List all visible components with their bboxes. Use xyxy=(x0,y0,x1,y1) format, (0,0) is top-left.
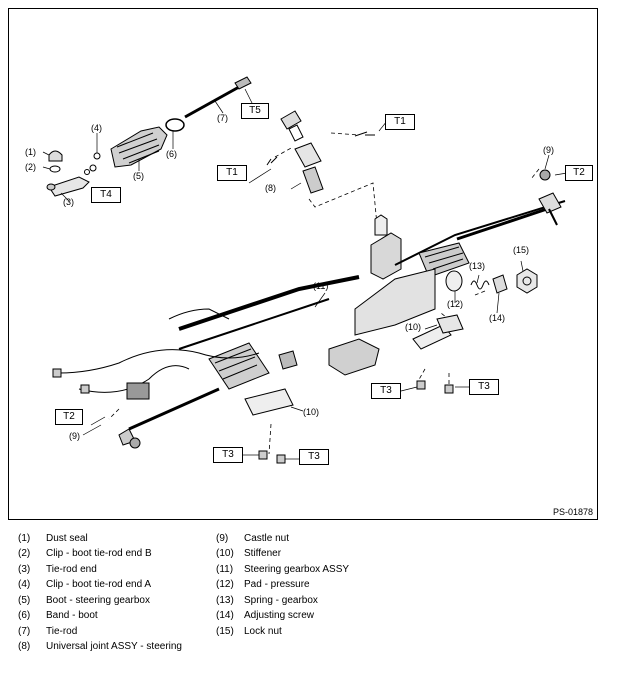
dust-seal-part xyxy=(48,150,63,173)
callout-5: (5) xyxy=(133,171,144,181)
legend-item: (15)Lock nut xyxy=(216,626,282,637)
gearbox-body-part xyxy=(118,169,566,449)
callout-15: (15) xyxy=(513,245,530,255)
callout-10-bottom: (10) xyxy=(303,407,320,417)
torque-box-t2-left: T2 xyxy=(55,409,83,425)
tie-rod-end-left-part xyxy=(46,176,90,197)
callout-7: (7) xyxy=(217,113,228,123)
callout-10-right: (10) xyxy=(405,322,422,332)
callout-4: (4) xyxy=(91,123,102,133)
callout-6: (6) xyxy=(166,149,177,159)
band-part xyxy=(165,118,185,132)
callout-8: (8) xyxy=(265,183,276,193)
legend-item: (13)Spring - gearbox xyxy=(216,595,318,606)
callout-9-left: (9) xyxy=(69,431,80,441)
spring-part xyxy=(470,280,490,290)
wiring-harness-part xyxy=(52,349,260,400)
torque-box-t3-bottom-b: T3 xyxy=(299,449,329,465)
legend-item: (11)Steering gearbox ASSY xyxy=(216,564,350,575)
callout-12: (12) xyxy=(447,299,464,309)
legend-item: (5)Boot - steering gearbox xyxy=(18,595,150,606)
legend-item: (10)Stiffener xyxy=(216,548,282,559)
diagram-frame: T5 T1 T1 T2 T4 T2 T3 T3 T3 T3 (1) (2) (3… xyxy=(8,8,598,520)
legend-item: (6)Band - boot xyxy=(18,610,98,621)
torque-box-t5: T5 xyxy=(241,103,269,119)
legend-item: (2)Clip - boot tie-rod end B xyxy=(18,548,152,559)
legend-item: (7)Tie-rod xyxy=(18,626,78,637)
figure-reference: PS-01878 xyxy=(552,507,593,517)
legend-item: (12)Pad - pressure xyxy=(216,579,310,590)
torque-box-t3-right-a: T3 xyxy=(371,383,401,399)
torque-box-t1-left: T1 xyxy=(217,165,247,181)
torque-box-t3-bottom-a: T3 xyxy=(213,447,243,463)
legend-item: (1)Dust seal xyxy=(18,533,88,544)
callout-11: (11) xyxy=(313,281,329,291)
exploded-view-drawing xyxy=(42,76,568,464)
torque-box-t2-right: T2 xyxy=(565,165,593,181)
callout-2: (2) xyxy=(25,162,36,172)
legend-item: (9)Castle nut xyxy=(216,533,290,544)
legend-item: (4)Clip - boot tie-rod end A xyxy=(18,579,152,590)
torque-box-t1-top: T1 xyxy=(385,114,415,130)
adjusting-screw-part xyxy=(492,274,508,294)
lock-nut-part xyxy=(516,268,538,294)
boot-left-part xyxy=(110,126,168,168)
torque-box-t3-right-b: T3 xyxy=(469,379,499,395)
callout-9-right: (9) xyxy=(543,145,554,155)
callout-1: (1) xyxy=(25,147,36,157)
stiffener-right-part xyxy=(412,314,464,350)
callout-14: (14) xyxy=(489,313,506,323)
universal-joint-part xyxy=(266,110,368,194)
legend-item: (8)Universal joint ASSY - steering xyxy=(18,641,182,652)
torque-box-t4: T4 xyxy=(91,187,121,203)
callout-3: (3) xyxy=(63,197,74,207)
clip-a-part xyxy=(84,152,101,175)
tie-rod-left-part xyxy=(184,76,252,119)
parts-legend: (1)Dust seal (2)Clip - boot tie-rod end … xyxy=(18,532,618,662)
legend-item: (14)Adjusting screw xyxy=(216,610,315,621)
pad-pressure-part xyxy=(445,270,463,292)
legend-item: (3)Tie-rod end xyxy=(18,564,97,575)
callout-13: (13) xyxy=(469,261,486,271)
stiffener-bottom-part xyxy=(244,388,294,416)
